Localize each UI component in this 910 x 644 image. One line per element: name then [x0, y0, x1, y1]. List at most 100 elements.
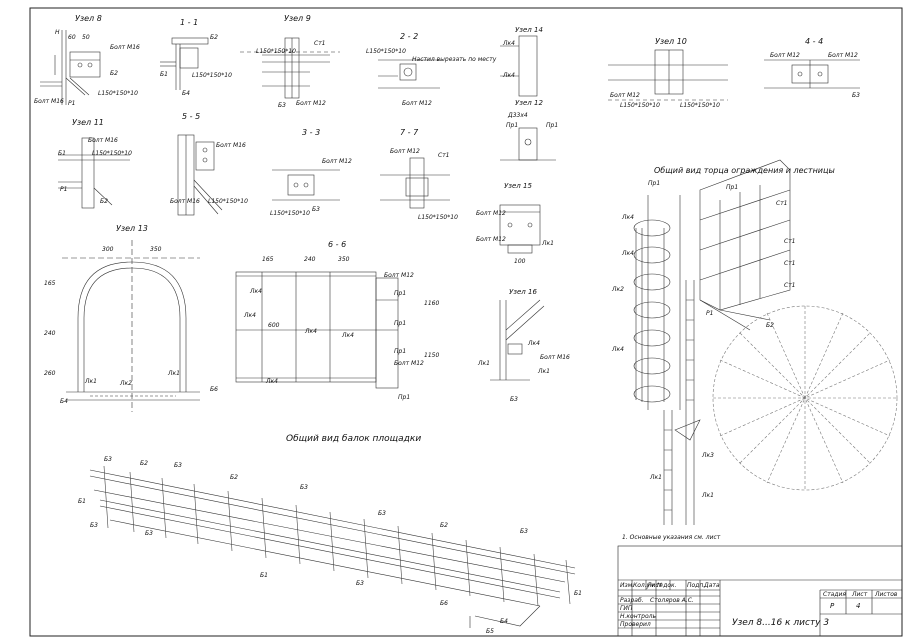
label-bolt12-g: Болт М12 — [390, 148, 420, 155]
label-pr1-h: Пр1 — [726, 184, 739, 191]
label-lk4-k: Лк4 — [612, 346, 624, 353]
label-lk1-b: Лк1 — [85, 378, 97, 385]
dim-1150: 1150 — [424, 352, 440, 359]
dim-100: 100 — [514, 258, 526, 265]
label-st1-f: Ст1 — [784, 282, 796, 289]
label-lk4-d: Лк4 — [244, 312, 256, 319]
label-bolt16-f: Болт М16 — [540, 354, 570, 361]
tb-header-5: Дата — [704, 582, 720, 589]
dim-165: 165 — [44, 280, 56, 287]
label-pr1-b: Пр1 — [546, 122, 559, 129]
label-b3-g: Б3 — [300, 484, 308, 491]
label-b3-i: Б3 — [520, 528, 528, 535]
dim-600: 600 — [268, 322, 280, 329]
general-note: 1. Основные указания см. лист — [622, 534, 721, 541]
uzel8-drawing — [40, 30, 101, 105]
label-bolt12-b: Болт М12 — [402, 100, 432, 107]
label-angle-f: L150*150*10 — [680, 102, 720, 109]
label-pr1-f: Пр1 — [398, 394, 411, 401]
label-bolt12-i: Болт М12 — [476, 236, 506, 243]
label-lk2-b: Лк2 — [612, 286, 624, 293]
label-st1-c: Ст1 — [776, 200, 788, 207]
view-title-section11: 1 - 1 — [180, 18, 199, 27]
tb-sheets-label: Листов — [875, 591, 898, 598]
ladder-view-title: Общий вид торца ограждения и лестницы — [654, 166, 835, 175]
section55-drawing — [177, 134, 223, 216]
uzel11-drawing — [58, 137, 130, 209]
label-b2-f: Б2 — [440, 522, 448, 529]
tb-role-3: Проверил — [620, 621, 651, 628]
label-b3-k: Б3 — [145, 530, 153, 537]
label-b4-b: Б4 — [60, 398, 68, 405]
label-b2-a: Б2 — [110, 70, 118, 77]
section44-drawing — [764, 59, 860, 89]
label-b5-a: Б5 — [486, 628, 494, 635]
label-b1-a: Б1 — [160, 71, 168, 78]
tb-header-0: Изм. — [620, 582, 635, 589]
label-b1-c: Б1 — [78, 498, 86, 505]
label-bolt12-h: Болт М12 — [476, 210, 506, 217]
sheet-frame — [29, 7, 903, 637]
label-b3-a: Б3 — [278, 102, 286, 109]
tb-header-1: Кол.уч. — [633, 582, 656, 589]
label-b3-c: Б3 — [312, 206, 320, 213]
label-angle-b: L150*150*10 — [192, 72, 232, 79]
technical-drawings — [40, 30, 898, 628]
label-b6-b: Б6 — [440, 600, 448, 607]
dim-350-b: 350 — [338, 256, 350, 263]
label-n: Н — [55, 29, 60, 36]
label-lk1-g: Лк1 — [702, 492, 714, 499]
section11-drawing — [160, 37, 209, 90]
label-bolt16-d: Болт М16 — [216, 142, 246, 149]
view-title-section33: 3 - 3 — [302, 128, 321, 137]
label-lk4-c: Лк4 — [250, 288, 262, 295]
label-p1-c: Р1 — [706, 310, 714, 317]
label-b3-b: Б3 — [852, 92, 860, 99]
label-lk4-h: Лк4 — [528, 340, 540, 347]
label-lk2-a: Лк2 — [120, 380, 132, 387]
dim-50: 50 — [82, 34, 90, 41]
tb-stage-label: Стадия — [823, 591, 847, 598]
label-st1-b: Ст1 — [438, 152, 450, 159]
label-b3-l: Б3 — [356, 580, 364, 587]
label-b3-d: Б3 — [510, 396, 518, 403]
label-pr1-a: Пр1 — [506, 122, 519, 129]
view-title-uzel15: Узел 15 — [504, 182, 532, 190]
label-angle-j: L150*150*10 — [418, 214, 458, 221]
label-bolt12-e: Болт М12 — [828, 52, 858, 59]
label-bolt12-j: Болт М12 — [384, 272, 414, 279]
uzel16-drawing — [490, 299, 545, 381]
label-p1-b: Р1 — [60, 186, 68, 193]
label-lk4-g: Лк4 — [266, 378, 278, 385]
dim-240-b: 240 — [304, 256, 316, 263]
label-bolt12-a: Болт М12 — [296, 100, 326, 107]
dim-260: 260 — [44, 370, 56, 377]
view-title-section77: 7 - 7 — [400, 128, 419, 137]
tb-role-2: Н.контроль — [620, 613, 656, 620]
view-title-section44: 4 - 4 — [805, 37, 824, 46]
tb-developer: Столяров А.С. — [650, 597, 694, 604]
section33-drawing — [272, 169, 340, 201]
label-bolt16-b: Болт М16 — [34, 98, 64, 105]
label-b2-b: Б2 — [210, 34, 218, 41]
label-b1-d: Б1 — [260, 572, 268, 579]
tb-sheet-title: Узел 8...16 к листу 3 — [732, 618, 830, 628]
uzel12-drawing — [500, 127, 556, 161]
dim-300: 300 — [102, 246, 114, 253]
tb-sheet-label: Лист — [852, 591, 868, 598]
uzel14-drawing — [500, 35, 538, 97]
uzel13-drawing — [62, 240, 200, 412]
label-st1-a: Ст1 — [314, 40, 326, 47]
label-b6-a: Б6 — [210, 386, 218, 393]
label-b2-e: Б2 — [230, 474, 238, 481]
view-title-uzel16: Узел 16 — [509, 288, 537, 296]
label-lk3-a: Лк3 — [702, 452, 714, 459]
label-lk4-a: Лк4 — [503, 40, 515, 47]
view-title-uzel11: Узел 11 — [72, 118, 104, 127]
label-b2-c: Б2 — [100, 198, 108, 205]
label-lk1-c: Лк1 — [168, 370, 180, 377]
label-b2-g: Б2 — [766, 322, 774, 329]
view-title-uzel13: Узел 13 — [116, 224, 148, 233]
dim-350: 350 — [150, 246, 162, 253]
view-title-section55: 5 - 5 — [182, 112, 201, 121]
